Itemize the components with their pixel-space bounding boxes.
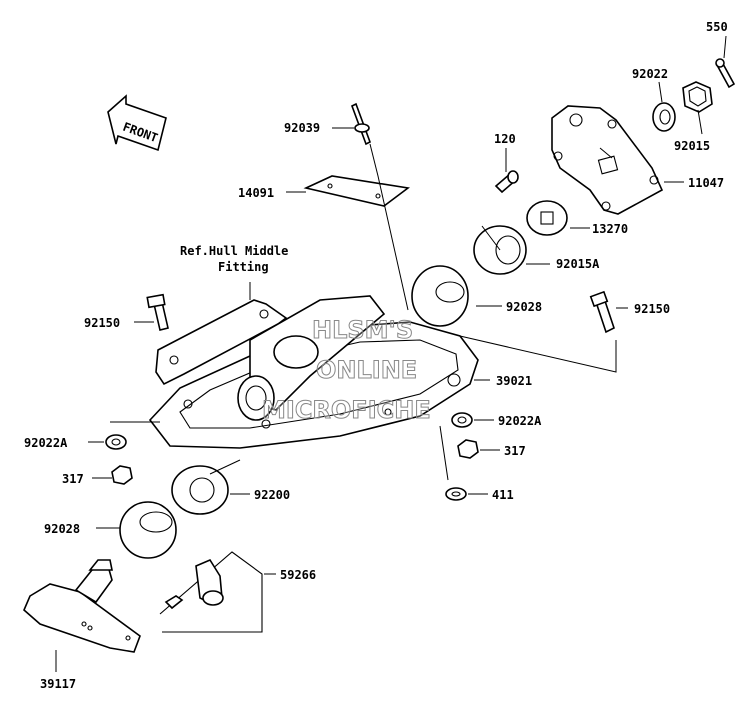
label-11047: 11047 [688,176,724,190]
bolt-92039 [351,102,371,146]
main-housing [148,295,479,449]
label-92028-bottom: 92028 [44,522,80,536]
label-92022a-right: 92022A [498,414,542,428]
label-317-right: 317 [504,444,526,458]
front-arrow: FRONT [107,94,167,152]
label-39117: 39117 [40,677,76,691]
label-92015a: 92015A [556,257,600,271]
part-labels: 550 92022 92015 11047 92039 120 14091 13… [24,20,728,691]
washer-92022a-right [451,412,473,428]
label-92015: 92015 [674,139,710,153]
watermark-line2: ONLINE [316,356,417,384]
watermark: HLSM'S ONLINE MICROFICHE [262,316,432,425]
castle-nut-92015 [682,81,713,113]
leader-lines [55,35,727,672]
washer-92022a-left [105,434,127,450]
watermark-line1: HLSM'S [312,316,413,344]
spline-13270 [526,200,568,236]
label-120: 120 [494,132,516,146]
cotter-pin-550 [715,58,736,89]
label-14091: 14091 [238,186,274,200]
label-ref-line2: Fitting [218,260,269,274]
bolt-92150-right [589,290,615,334]
bracket-11047 [551,105,664,215]
screw-120 [494,170,519,194]
label-13270: 13270 [592,222,628,236]
label-550: 550 [706,20,728,34]
nut-317-left [111,465,133,485]
label-411: 411 [492,488,514,502]
bushing-92028-top [411,265,469,327]
label-ref-line1: Ref.Hull Middle [180,244,288,258]
label-39021: 39021 [496,374,532,388]
washer-92022 [652,102,676,132]
kit-59266 [159,551,263,633]
label-92039: 92039 [284,121,320,135]
label-92200: 92200 [254,488,290,502]
plate-14091 [303,175,410,207]
label-317-left: 317 [62,472,84,486]
label-92028-top: 92028 [506,300,542,314]
watermark-line3: MICROFICHE [262,396,431,424]
label-59266: 59266 [280,568,316,582]
nut-317-right [457,439,479,459]
label-92150-left: 92150 [84,316,120,330]
lever-39117 [23,559,141,653]
washer-411 [445,487,467,501]
bushing-92028-bottom [119,501,177,559]
label-92022: 92022 [632,67,668,81]
bolt-92150-left [146,293,169,331]
label-92022a-left: 92022A [24,436,68,450]
label-92150-right: 92150 [634,302,670,316]
washer-92200 [171,465,229,515]
